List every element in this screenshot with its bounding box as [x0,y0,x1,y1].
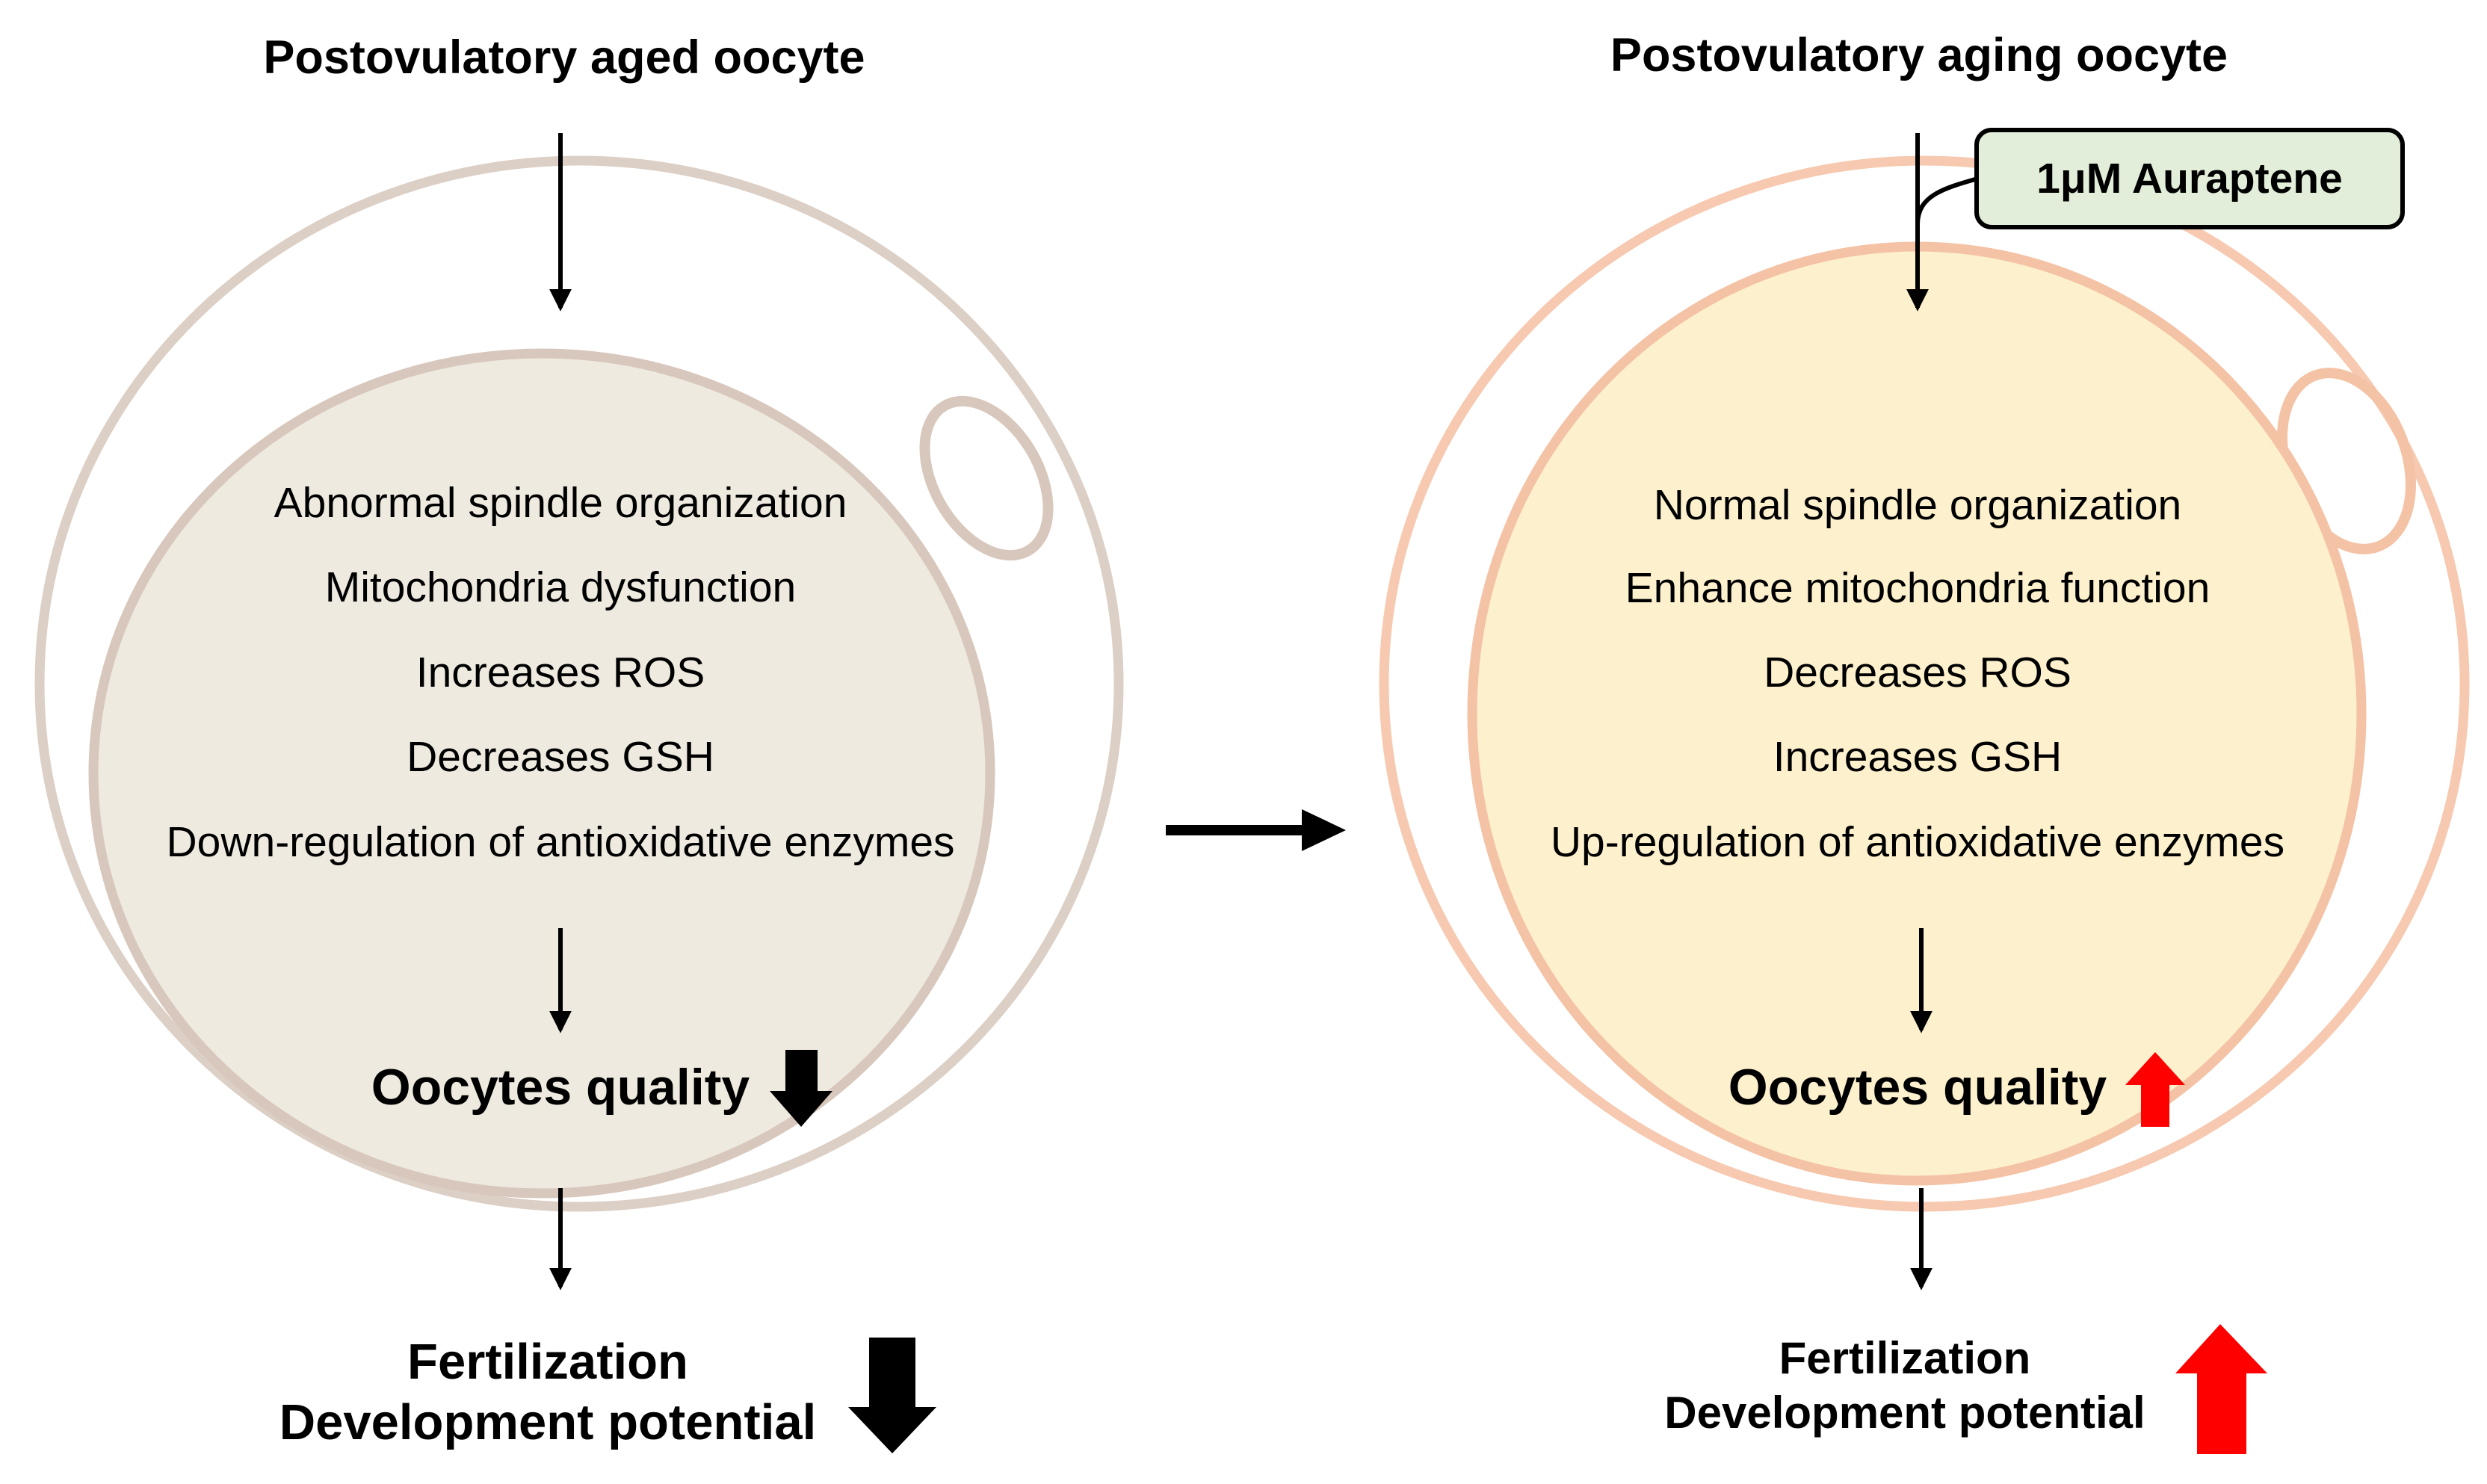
outcome-down-arrow-icon [848,1338,936,1453]
treatment-label: 1μM Auraptene [2036,155,2343,202]
right-outcome-development: Development potential [1664,1388,2145,1438]
right-title: Postovulatory aging oocyte [1610,29,2228,81]
left-oocyte-cytoplasm [88,348,995,1199]
right-outcome-fertilization: Fertilization [1779,1333,2031,1383]
right-effects-list: Normal spindle organization Enhance mito… [1551,481,2284,866]
left-outcome-development: Development potential [279,1394,816,1450]
right-effect-spindle: Normal spindle organization [1654,481,2182,529]
left-quality-label: Oocytes quality [371,1059,750,1116]
left-effect-gsh: Decreases GSH [407,733,714,781]
right-effect-gsh: Increases GSH [1773,733,2062,781]
right-panel: Postovulatory aging oocyte 1μM Auraptene… [1379,29,2470,1454]
left-oocyte-membrane [34,155,1124,1212]
left-polar-body [919,395,1054,561]
treatment-box: 1μM Auraptene [1974,128,2405,229]
right-quality-label: Oocytes quality [1728,1059,2107,1116]
right-effect-enzymes: Up-regulation of antioxidative enzymes [1551,818,2284,866]
left-effects-list: Abnormal spindle organization Mitochondr… [166,479,954,866]
outcome-up-arrow-icon [2175,1324,2267,1454]
left-effect-spindle: Abnormal spindle organization [274,479,847,527]
right-effect-ros: Decreases ROS [1764,649,2072,696]
right-oocyte-membrane [1379,155,2470,1212]
quality-up-arrow-icon [2125,1052,2185,1127]
left-effect-ros: Increases ROS [416,649,705,696]
left-panel: Postovulatory aged oocyte Abnormal spind… [34,31,1124,1453]
right-oocyte-cytoplasm [1467,241,2367,1186]
transition-arrow-icon [1166,809,1346,851]
right-effect-mitochondria: Enhance mitochondria function [1625,564,2211,612]
quality-down-arrow-icon [770,1050,832,1127]
treatment-box-bg [1974,128,2405,229]
left-outcome-fertilization: Fertilization [407,1334,688,1390]
left-title: Postovulatory aged oocyte [263,31,865,84]
treatment-connector [1915,176,1981,225]
left-effect-enzymes: Down-regulation of antioxidative enzymes [166,818,954,866]
left-effect-mitochondria: Mitochondria dysfunction [325,563,797,611]
